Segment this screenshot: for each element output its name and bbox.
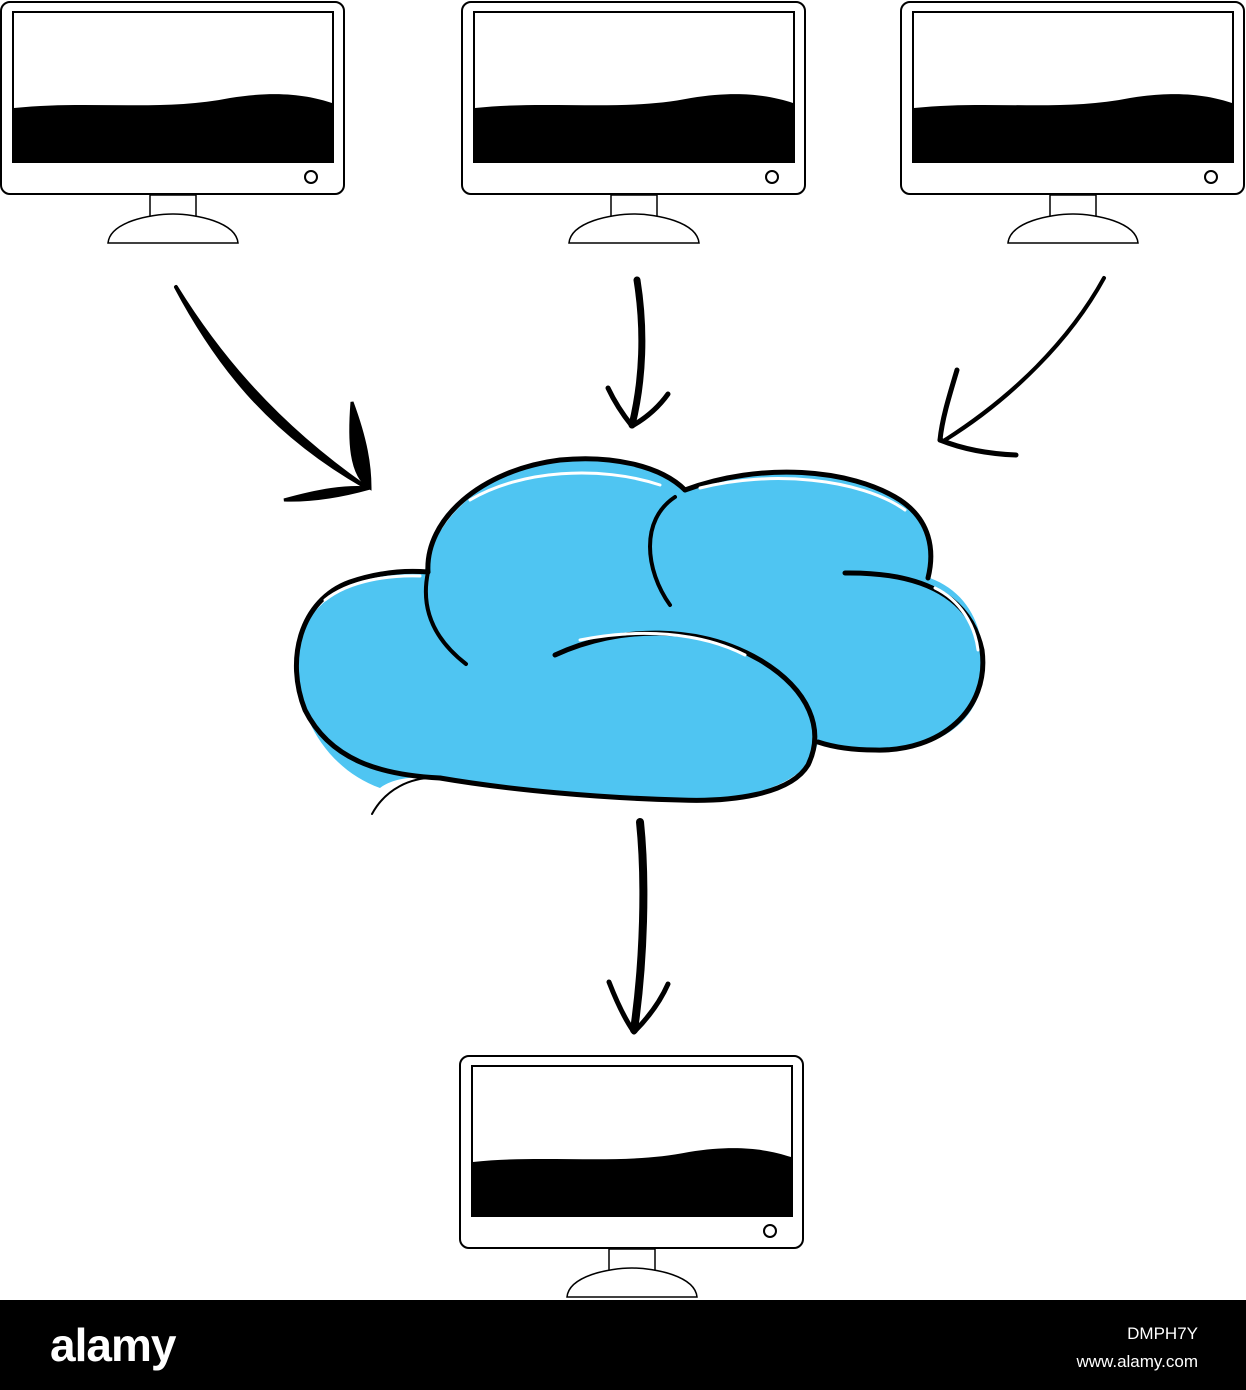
- arrows-and-cloud: [174, 276, 1106, 1035]
- source-monitor-3: [900, 0, 1246, 246]
- monitor-icon: [900, 1, 1245, 244]
- watermark-footer: alamy DMPH7Y www.alamy.com: [0, 1300, 1246, 1390]
- source-monitor-1: [0, 0, 346, 246]
- arrow-from-monitor-3: [937, 276, 1106, 458]
- arrow-to-target-monitor: [606, 818, 671, 1035]
- cloud-icon: [293, 456, 986, 815]
- footer-url: www.alamy.com: [1076, 1352, 1198, 1371]
- arrow-from-monitor-2: [605, 276, 671, 429]
- target-monitor: [459, 1054, 805, 1300]
- monitor-icon: [0, 1, 345, 244]
- monitor-icon: [459, 1055, 804, 1298]
- monitor-icon: [461, 1, 806, 244]
- cloud-sync-diagram: [0, 0, 1246, 1300]
- arrow-from-monitor-1: [174, 285, 372, 502]
- source-monitor-2: [461, 0, 807, 246]
- image-code: DMPH7Y: [1127, 1324, 1198, 1343]
- alamy-logo: alamy: [50, 1319, 176, 1371]
